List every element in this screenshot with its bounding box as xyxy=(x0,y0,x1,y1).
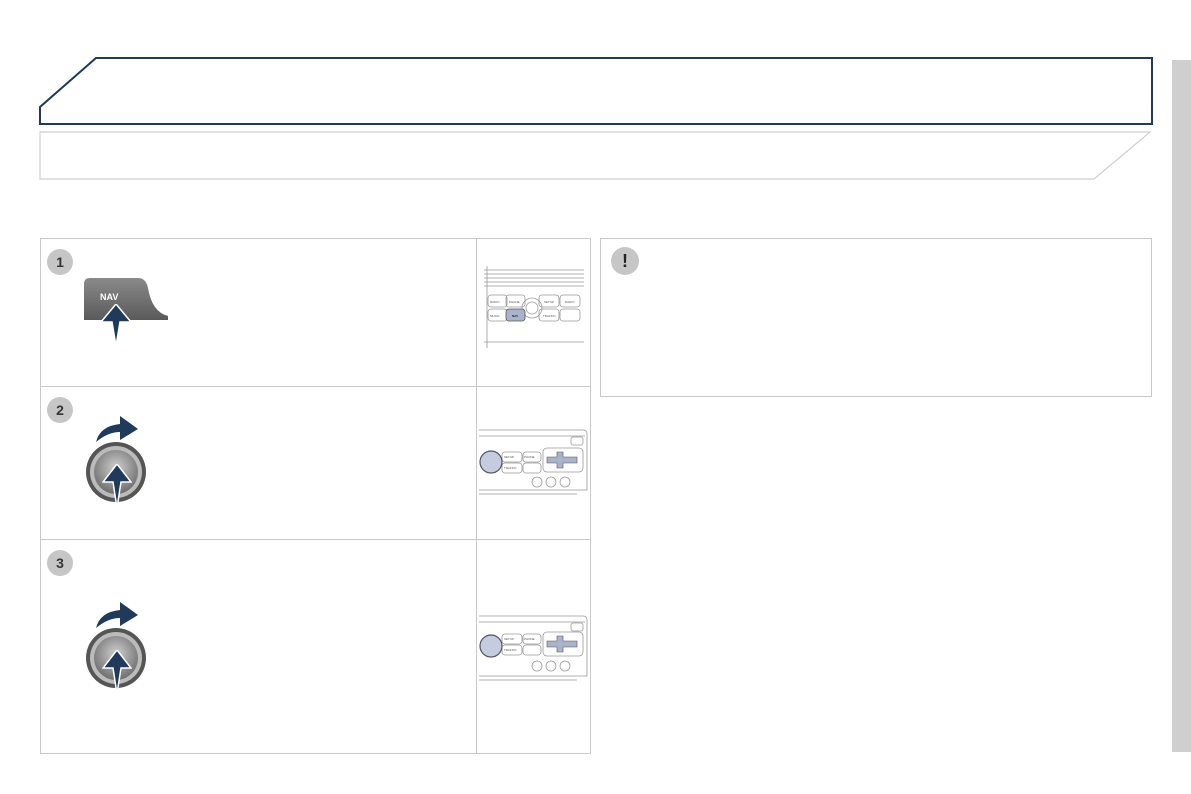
panel-button-label: TRAFFIC xyxy=(504,466,517,470)
panel-button-label: PHONE xyxy=(509,300,520,304)
step-divider xyxy=(40,539,591,540)
panel-button-label: SETUP xyxy=(544,300,555,304)
panel-button-label: SETUP xyxy=(504,455,515,459)
rotate-arrow-icon xyxy=(96,602,138,628)
subtitle-bar xyxy=(39,131,1152,180)
panel-button-label: RADIO xyxy=(490,300,500,304)
panel-button-label: TRAFFIC xyxy=(543,314,556,318)
step-number-badge: 3 xyxy=(47,550,73,576)
nav-button-label: NAV xyxy=(100,292,119,302)
radio-panel-icon xyxy=(479,615,588,681)
warning-icon: ! xyxy=(611,247,639,275)
panel-button-label: SETUP xyxy=(504,637,515,641)
chapter-tab-strip xyxy=(1172,60,1191,752)
panel-button-label: TRAFFIC xyxy=(504,648,517,652)
warning-panel xyxy=(600,238,1152,397)
steps-divider-vertical xyxy=(476,238,477,754)
panel-button-label: MUSIC xyxy=(490,314,500,318)
nav-button-icon[interactable] xyxy=(78,278,170,346)
radio-panel-icon xyxy=(484,266,584,348)
rotate-arrow-icon xyxy=(96,416,138,442)
panel-button-label: PHONE xyxy=(524,637,535,641)
step-divider xyxy=(40,386,591,387)
panel-button-label: RADIO xyxy=(565,300,575,304)
radio-panel-icon xyxy=(479,429,588,495)
step-number-badge: 1 xyxy=(47,249,73,275)
press-arrow-icon xyxy=(102,464,132,508)
step-number-badge: 2 xyxy=(47,397,73,423)
header-banner xyxy=(39,57,1153,125)
panel-button-label: PHONE xyxy=(524,455,535,459)
press-arrow-icon xyxy=(102,650,132,694)
press-arrow-icon xyxy=(100,304,132,346)
panel-button-label: NAV xyxy=(512,314,519,318)
